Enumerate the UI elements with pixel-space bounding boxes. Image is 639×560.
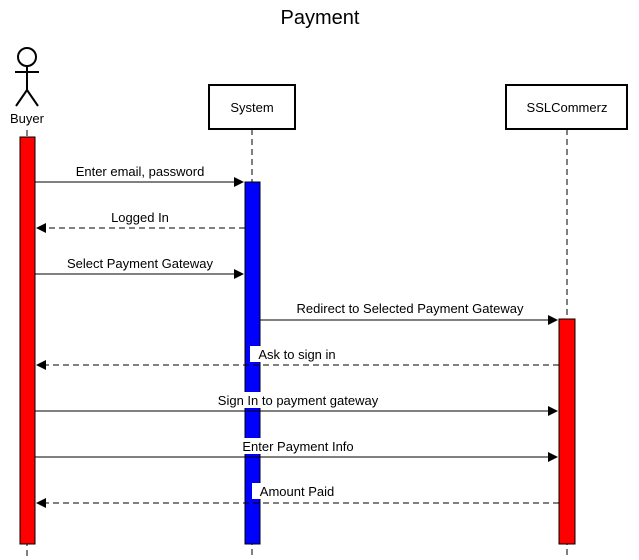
actor-label-buyer: Buyer	[10, 111, 45, 126]
message-8: Amount Paid	[36, 483, 559, 508]
message-3: Select Payment Gateway	[35, 255, 244, 279]
message-label: Logged In	[111, 210, 169, 225]
message-label: Amount Paid	[260, 484, 334, 499]
message-2: Logged In	[36, 209, 245, 233]
message-5: Ask to sign in	[36, 346, 559, 370]
message-label: Enter email, password	[76, 164, 205, 179]
message-6: Sign In to payment gateway	[35, 392, 558, 416]
participant-label-system: System	[230, 100, 273, 115]
message-label: Select Payment Gateway	[67, 256, 213, 271]
participant-box-system: System	[208, 84, 296, 130]
message-label: Enter Payment Info	[242, 439, 353, 454]
message-1: Enter email, password	[35, 163, 244, 187]
message-label: Redirect to Selected Payment Gateway	[297, 301, 524, 316]
stick-figure-icon	[15, 47, 39, 107]
message-label: Sign In to payment gateway	[218, 393, 379, 408]
message-label: Ask to sign in	[258, 347, 335, 362]
message-7: Enter Payment Info	[35, 438, 558, 462]
activation-bar-buyer	[19, 136, 36, 545]
participant-label-sslcommerz: SSLCommerz	[527, 100, 608, 115]
diagram-title: Payment	[281, 7, 360, 29]
participant-box-sslcommerz: SSLCommerz	[505, 84, 628, 130]
message-4: Redirect to Selected Payment Gateway	[260, 300, 558, 325]
activation-bar-sslcommerz	[558, 318, 576, 545]
